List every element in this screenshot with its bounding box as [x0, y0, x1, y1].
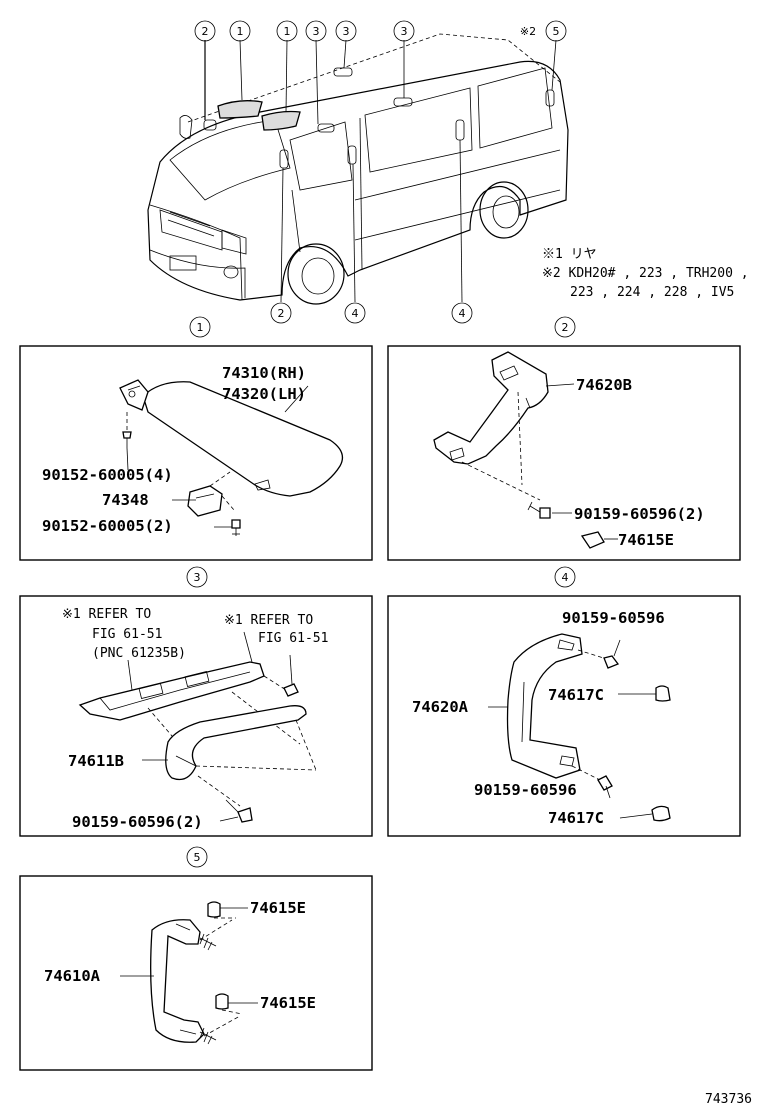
note-2: ※2 KDH20# , 223 , TRH200 ,	[542, 266, 749, 281]
panel-3: ※1 REFER TO FIG 61-51 (PNC 61235B) ※1 RE…	[19, 595, 373, 837]
panel4-callout: 4	[562, 571, 569, 584]
note-1: ※1 リヤ	[542, 247, 597, 262]
panel-5: 74615E 74610A 74615E	[19, 875, 373, 1071]
note-3: 223 , 224 , 228 , IV5	[570, 285, 734, 300]
p2-cap-label: 74615E	[618, 531, 674, 549]
p1-visor-rh-label: 74310(RH)	[222, 364, 306, 382]
p1-screw-b-label: 90152-60005(2)	[42, 517, 173, 535]
panel5-callout: 5	[194, 851, 201, 864]
panel-4: 90159-60596 74617C 74620A 90159-60596 74…	[387, 595, 741, 837]
p3-refer1-line3: (PNC 61235B)	[92, 646, 186, 661]
p5-cap-bot-label: 74615E	[260, 994, 316, 1012]
panel1-callout: 1	[197, 321, 204, 334]
p5-cap-top-label: 74615E	[250, 899, 306, 917]
callout-bottom-2: 4	[352, 307, 359, 320]
callout-bottom-3: 4	[459, 307, 466, 320]
p3-refer2-line2: FIG 61-51	[258, 631, 328, 646]
p2-screw-label: 90159-60596(2)	[574, 505, 705, 523]
p4-grip-label: 74620A	[412, 698, 469, 716]
figure-number: 743736	[705, 1092, 752, 1107]
p3-screw-label: 90159-60596(2)	[72, 813, 203, 831]
callout-top-2: 1	[237, 25, 244, 38]
overview-notes: ※1 リヤ ※2 KDH20# , 223 , TRH200 , 223 , 2…	[542, 247, 749, 300]
p3-refer1-line2: FIG 61-51	[92, 627, 162, 642]
p4-screw-bot-label: 90159-60596	[474, 781, 577, 799]
overview-leaders	[204, 39, 557, 303]
p4-cap-bot-label: 74617C	[548, 809, 604, 827]
p3-refer2-line1: ※1 REFER TO	[224, 613, 313, 628]
panel3-callout: 3	[194, 571, 201, 584]
p3-grip-label: 74611B	[68, 752, 124, 770]
panel2-callout: 2	[562, 321, 569, 334]
p1-holder-label: 74348	[102, 491, 149, 509]
callout-top-1: 2	[202, 25, 209, 38]
panel-2: 74620B 90159-60596(2) 74615E	[387, 345, 741, 561]
overview-callouts: 2 1 1 3 3 3 ※2 5 2 4 4	[194, 20, 567, 324]
p4-screw-top-label: 90159-60596	[562, 609, 665, 627]
p3-refer1-line1: ※1 REFER TO	[62, 607, 151, 622]
p1-screw-a-label: 90152-60005(4)	[42, 466, 173, 484]
callout-top-7: 5	[553, 25, 560, 38]
callout-top-6: 3	[401, 25, 408, 38]
van-illustration	[147, 33, 569, 305]
p1-visor-lh-label: 74320(LH)	[222, 385, 306, 403]
callout-bottom-1: 2	[278, 307, 285, 320]
note-mark-top: ※2	[520, 25, 536, 38]
p4-cap-top-label: 74617C	[548, 686, 604, 704]
callout-top-5: 3	[343, 25, 350, 38]
callout-top-4: 3	[313, 25, 320, 38]
callout-top-3: 1	[284, 25, 291, 38]
p5-grip-label: 74610A	[44, 967, 101, 985]
panel-1: 74310(RH) 74320(LH) 90152-60005(4) 74348…	[19, 345, 373, 561]
p2-grip-label: 74620B	[576, 376, 632, 394]
